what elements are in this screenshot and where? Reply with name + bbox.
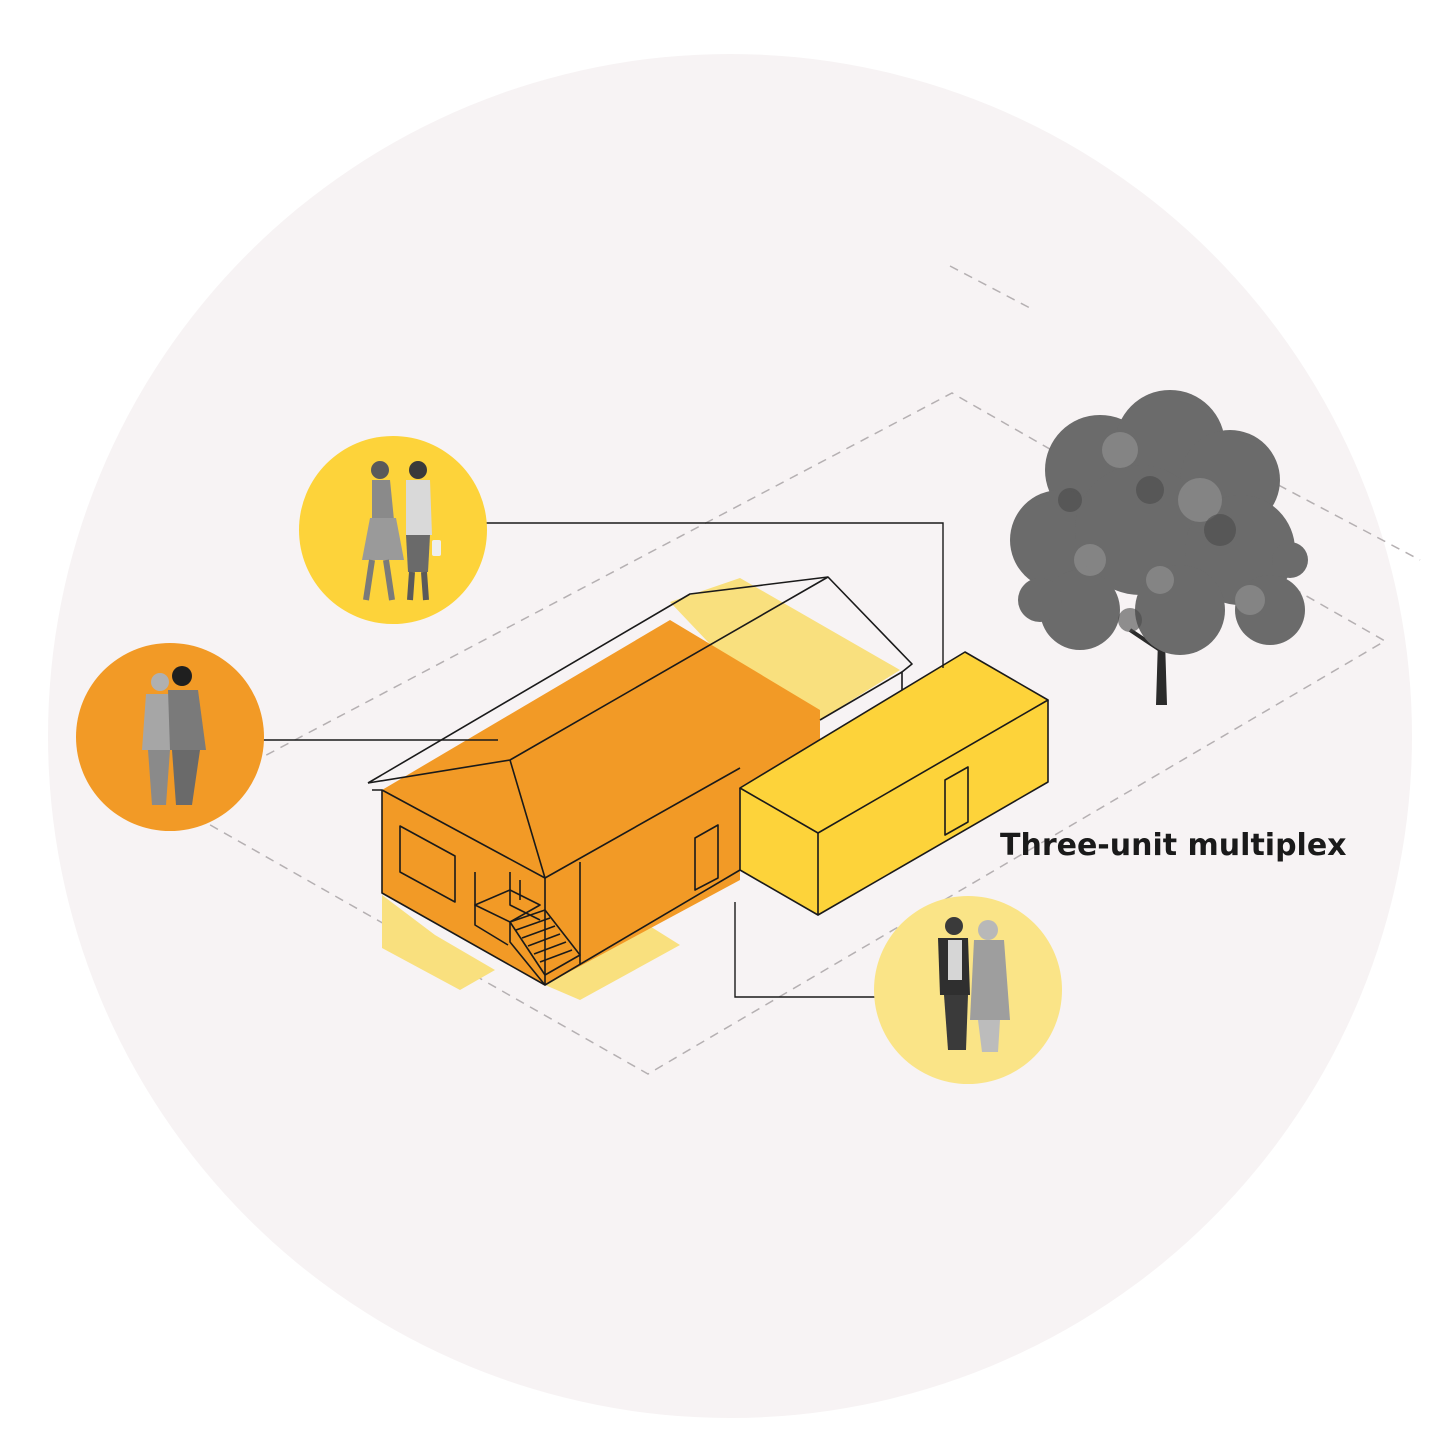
diagram-label: Three-unit multiplex [1000,828,1347,863]
unit-main-badge [76,643,264,831]
couple-young-icon [938,917,1010,1052]
house-shadow [382,578,900,1000]
unit-addition-badge [874,896,1062,1084]
couple-women-icon [362,461,441,601]
main-house-side-wall [545,765,740,985]
tree-icon [1010,390,1308,705]
unit-upper-badge [299,436,487,624]
leader-lines [262,522,944,998]
building-outlines [367,576,1049,986]
main-house-roof [382,620,820,880]
addition-unit [740,652,1048,915]
leader-unit-addition [734,902,875,998]
couple-seniors-icon [142,666,206,805]
addition-front [740,788,818,915]
addition-side [818,700,1048,915]
leader-unit-upper [485,522,944,668]
addition-roof [740,652,1048,833]
